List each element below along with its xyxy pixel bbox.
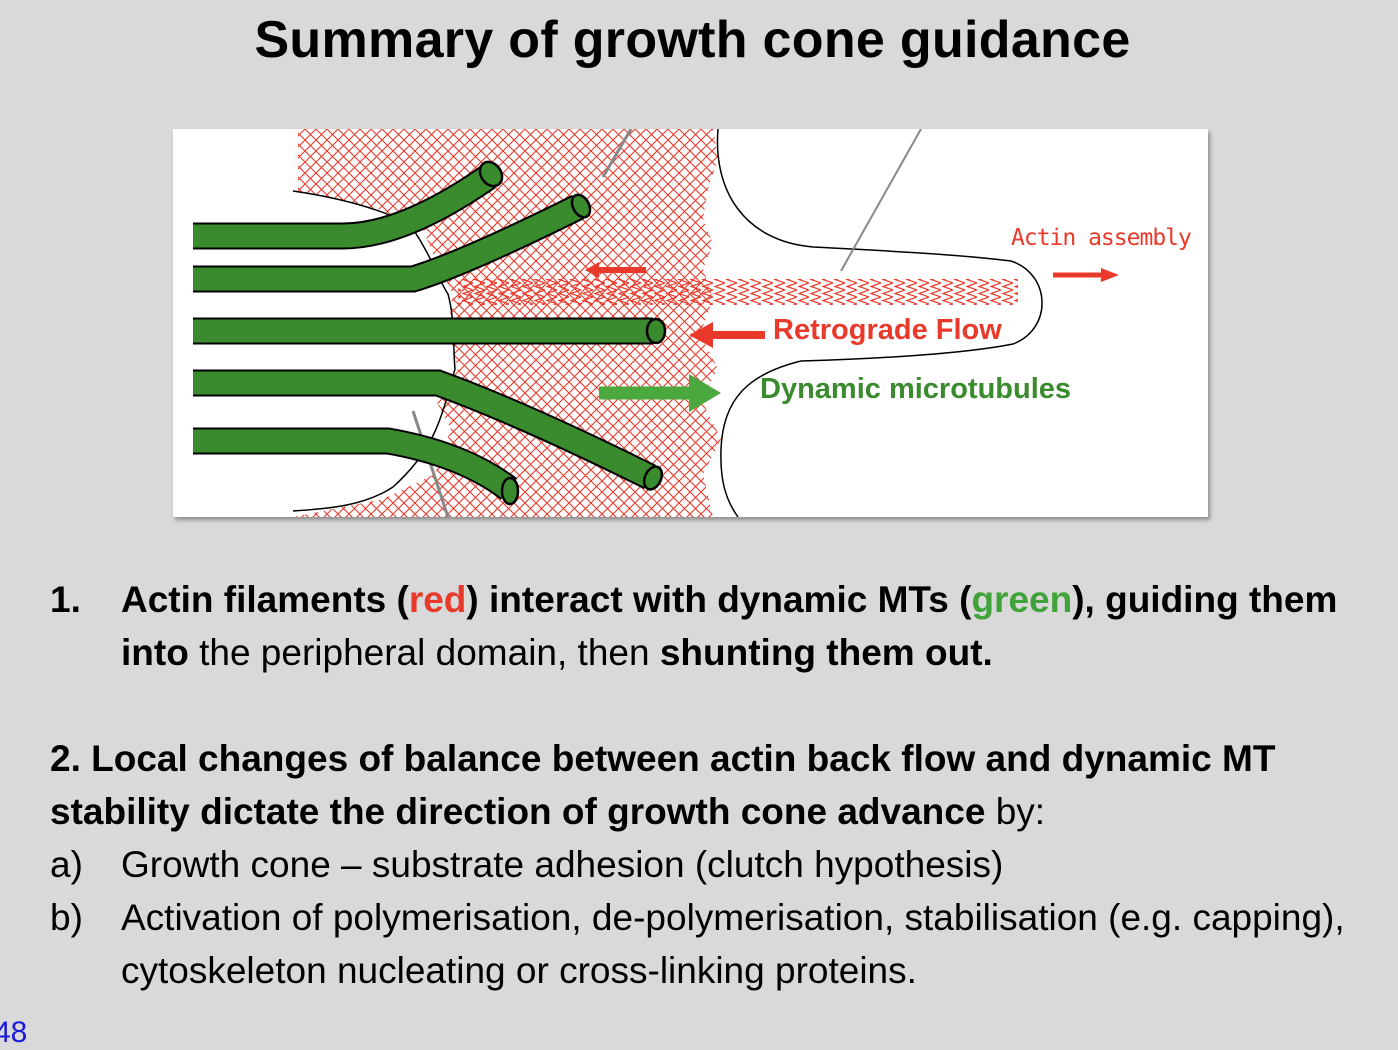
microtubule-tips [478, 160, 667, 506]
sub-point-b-text: Activation of polymerisation, de-polymer… [121, 897, 1345, 991]
microtubules [193, 165, 656, 500]
point-1-number: 1. [50, 579, 81, 620]
filopodium-outline [716, 129, 1043, 517]
slide-title: Summary of growth cone guidance [254, 11, 1131, 69]
point-2-text: 2. Local changes of balance between acti… [50, 738, 1276, 832]
growth-cone-diagram: Actin assembly Retrograde Flow Dynamic m… [173, 129, 1208, 517]
page-number: 48 [0, 1016, 28, 1049]
sub-point-b-label: b) [50, 897, 83, 938]
growth-cone-illustration [193, 129, 1119, 517]
sub-point-a-text: Growth cone – substrate adhesion (clutch… [121, 844, 1004, 885]
retrograde-flow-label: Retrograde Flow [773, 314, 1002, 346]
actin-assembly-label: Actin assembly [1011, 225, 1192, 251]
arrows [585, 262, 1119, 412]
sub-point-a-label: a) [50, 844, 83, 885]
actin-bundle [458, 279, 1018, 305]
point-1-text: Actin filaments (red) interact with dyna… [121, 579, 1338, 673]
dynamic-microtubules-label: Dynamic microtubules [760, 373, 1072, 405]
